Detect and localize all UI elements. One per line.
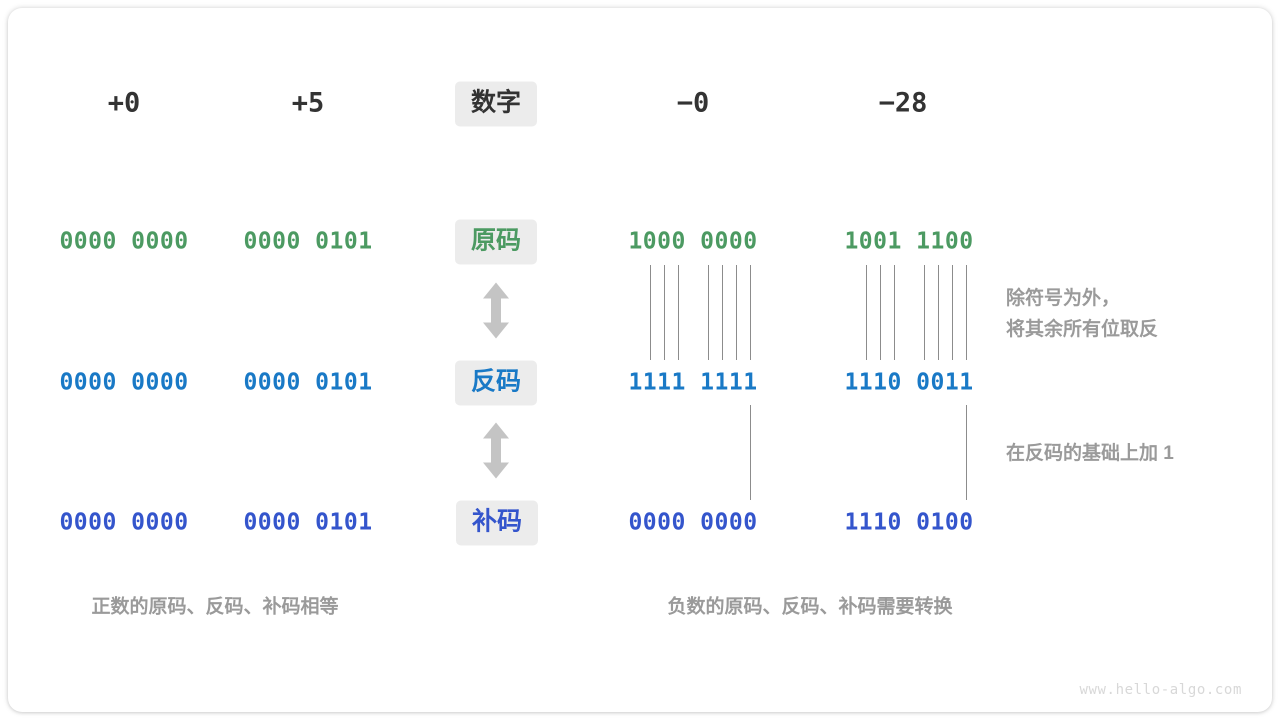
row-label-true-form: 原码 bbox=[454, 219, 538, 265]
annotation-add-one: 在反码的基础上加 1 bbox=[1006, 443, 1174, 464]
connector-line-neg-28-bit4 bbox=[924, 265, 925, 360]
diagram-card bbox=[8, 8, 1272, 712]
connector-line-neg-28-bit2 bbox=[880, 265, 881, 360]
double-arrow-icon-true-to-ones bbox=[479, 282, 513, 345]
connector-line-neg-zero-bit2 bbox=[664, 265, 665, 360]
cell-true-form-pos-zero: 0000 0000 bbox=[59, 228, 189, 255]
row-label-twos-complement: 补码 bbox=[455, 500, 539, 546]
connector-line-add-one-neg-28 bbox=[966, 405, 967, 500]
cell-true-form-pos-five: 0000 0101 bbox=[243, 228, 373, 255]
connector-line-neg-28-bit1 bbox=[866, 265, 867, 360]
watermark: www.hello-algo.com bbox=[1079, 682, 1242, 698]
cell-true-form-neg-twentyeight: 1001 1100 bbox=[844, 228, 974, 255]
row-label-ones-complement: 反码 bbox=[454, 360, 538, 406]
cell-ones-complement-neg-twentyeight: 1110 0011 bbox=[844, 369, 974, 396]
connector-line-neg-28-bit3 bbox=[894, 265, 895, 360]
cell-twos-complement-pos-zero: 0000 0000 bbox=[59, 509, 189, 536]
connector-line-neg-zero-bit4 bbox=[708, 265, 709, 360]
connector-line-add-one-neg-zero bbox=[750, 405, 751, 500]
double-arrow-icon-ones-to-twos bbox=[479, 422, 513, 485]
connector-line-neg-28-bit7 bbox=[966, 265, 967, 360]
cell-twos-complement-neg-zero: 0000 0000 bbox=[628, 509, 758, 536]
connector-line-neg-zero-bit7 bbox=[750, 265, 751, 360]
cell-twos-complement-pos-five: 0000 0101 bbox=[243, 509, 373, 536]
connector-line-neg-28-bit6 bbox=[952, 265, 953, 360]
header-pos-zero: +0 bbox=[107, 87, 141, 119]
cell-true-form-neg-zero: 1000 0000 bbox=[628, 228, 758, 255]
connector-line-neg-zero-bit1 bbox=[650, 265, 651, 360]
header-pos-five: +5 bbox=[291, 87, 325, 119]
caption-positive: 正数的原码、反码、补码相等 bbox=[91, 596, 339, 618]
cell-twos-complement-neg-twentyeight: 1110 0100 bbox=[844, 509, 974, 536]
header-neg-twentyeight: −28 bbox=[878, 87, 928, 119]
connector-line-neg-zero-bit3 bbox=[678, 265, 679, 360]
connector-line-neg-28-bit5 bbox=[938, 265, 939, 360]
connector-line-neg-zero-bit6 bbox=[736, 265, 737, 360]
cell-ones-complement-pos-five: 0000 0101 bbox=[243, 369, 373, 396]
annotation-invert-bits: 除符号为外， 将其余所有位取反 bbox=[1006, 288, 1159, 340]
cell-ones-complement-pos-zero: 0000 0000 bbox=[59, 369, 189, 396]
cell-ones-complement-neg-zero: 1111 1111 bbox=[628, 369, 758, 396]
header-neg-zero: −0 bbox=[676, 87, 710, 119]
row-label-header: 数字 bbox=[454, 81, 538, 127]
caption-negative: 负数的原码、反码、补码需要转换 bbox=[667, 596, 953, 618]
connector-line-neg-zero-bit5 bbox=[722, 265, 723, 360]
